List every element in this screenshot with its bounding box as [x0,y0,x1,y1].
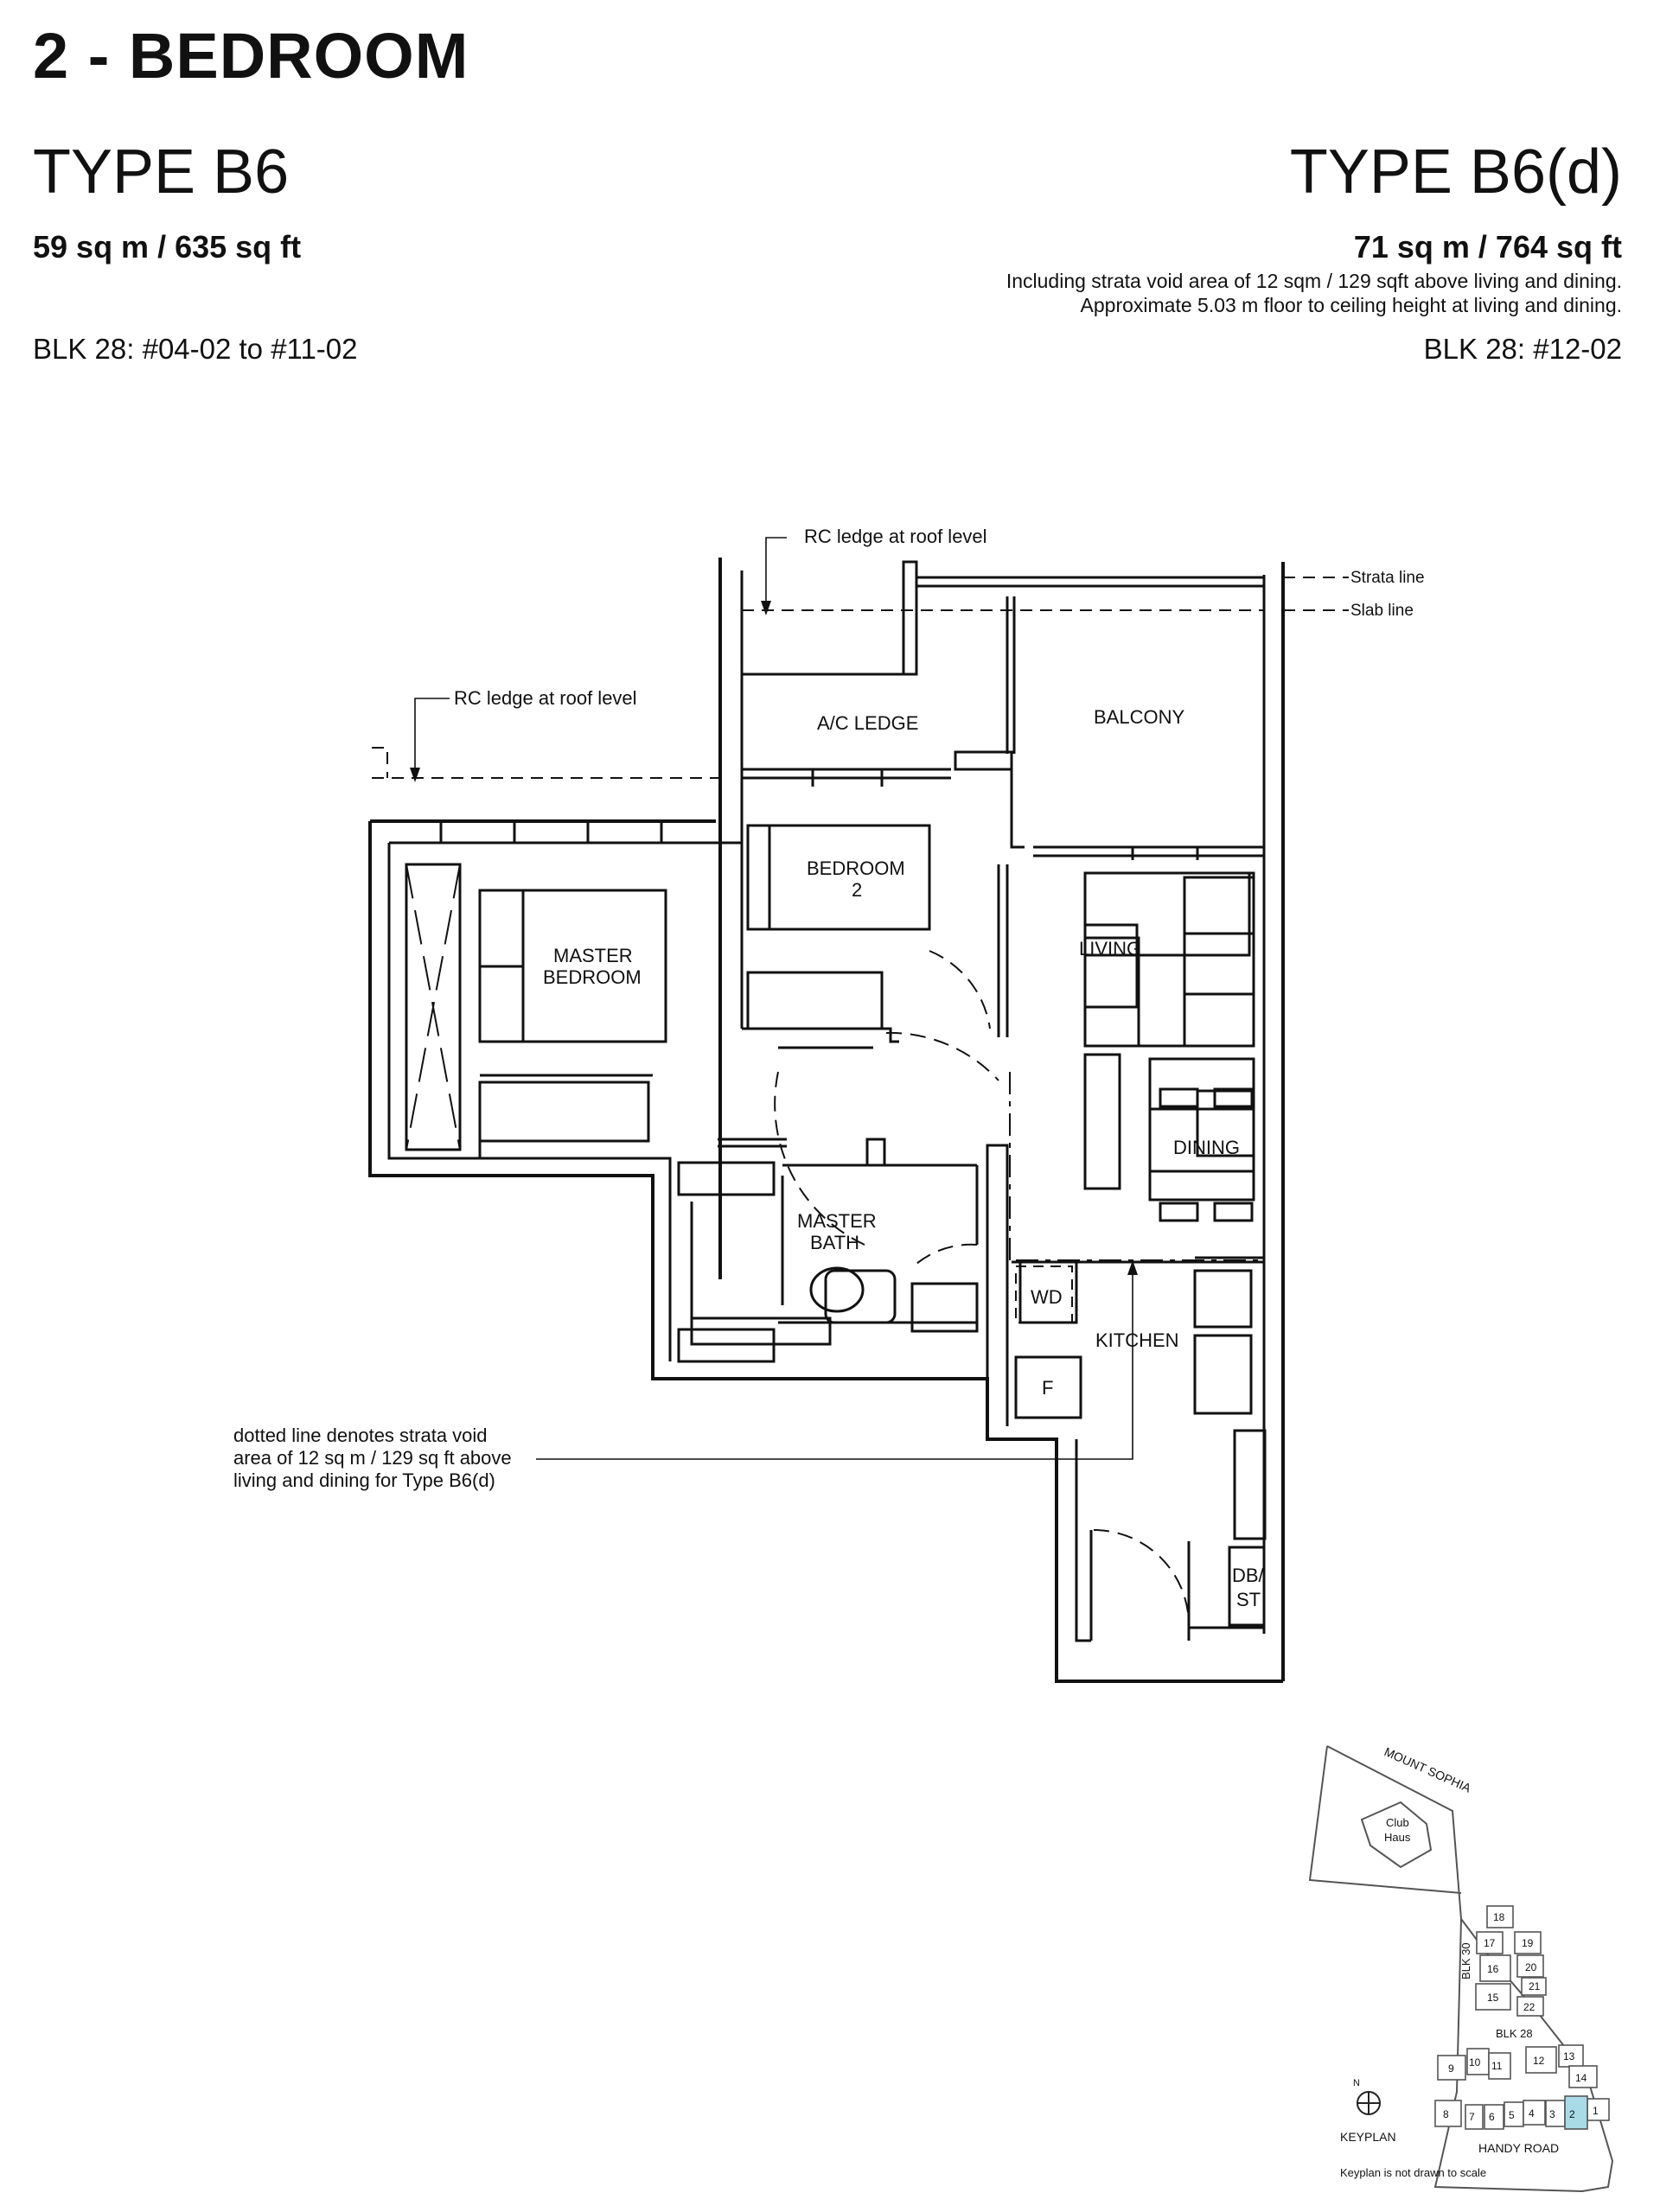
outer-walls [368,558,1285,1683]
area-b6d: 71 sq m / 764 sq ft [1353,229,1622,265]
label-living: LIVING [1079,938,1141,959]
unit-number: 22 [1523,2001,1536,2013]
roof-ledge-lines [372,577,1349,779]
parapet-ticks [439,769,1199,860]
ac-ledge-balcony [742,560,1264,857]
strata-void-boundary [1009,1072,1264,1261]
unit-number: 21 [1529,1980,1541,1992]
label-kitchen: KITCHEN [1095,1329,1179,1351]
highlighted-unit-2 [1564,2095,1588,2130]
annotation-leaders [414,537,1133,1460]
units-b6d: BLK 28: #12-02 [1423,333,1622,365]
unit-number: 15 [1487,1992,1499,2004]
label-bedroom-2-num: 2 [852,879,862,901]
unit-number: 16 [1487,1963,1499,1975]
label-rc-ledge-top: RC ledge at roof level [804,526,987,547]
master-bedroom [405,863,787,1158]
blk-28-label: BLK 28 [1496,2027,1533,2040]
living-furniture [1083,876,1255,1222]
units-b6: BLK 28: #04-02 to #11-02 [33,333,358,365]
unit-number: 4 [1529,2107,1535,2120]
area-b6: 59 sq m / 635 sq ft [33,229,302,265]
label-slab-line: Slab line [1350,602,1414,620]
void-note-line1: dotted line denotes strata void [233,1425,488,1446]
unit-number: 7 [1469,2111,1475,2123]
club-haus-1: Club [1386,1816,1409,1829]
kitchen-living [1012,871,1267,1641]
unit-number: 2 [1569,2108,1575,2120]
plan-labels: RC ledge at roof level RC ledge at roof … [233,526,1425,1610]
master-bath [677,1138,979,1363]
bedroom-2 [742,768,1009,1049]
label-st: ST [1236,1589,1261,1610]
unit-number: 17 [1484,1937,1496,1949]
unit-number: 12 [1533,2055,1545,2067]
label-dining: DINING [1173,1137,1240,1158]
unit-type-b6d: TYPE B6(d) [1289,137,1622,207]
unit-number: 9 [1448,2062,1454,2075]
blk-30-label: BLK 30 [1459,1942,1472,1979]
club-haus-2: Haus [1384,1831,1411,1844]
void-note-line3: living and dining for Type B6(d) [233,1469,495,1491]
road-mount-sophia: MOUNT SOPHIA [1382,1744,1474,1795]
strata-void-note: Including strata void area of 12 sqm / 1… [1006,270,1622,292]
label-master: MASTER [553,945,633,966]
unit-number: 13 [1563,2050,1575,2062]
unit-number: 6 [1489,2111,1495,2123]
unit-number: 18 [1493,1911,1505,1923]
unit-number: 14 [1575,2072,1587,2084]
unit-number: 1 [1593,2105,1599,2117]
label-ac-ledge: A/C LEDGE [817,712,918,734]
unit-number: 10 [1469,2056,1481,2069]
keyplan-unit-numbers: 18 17 19 16 20 21 15 22 9 10 11 12 13 14… [1443,1911,1599,2123]
label-balcony: BALCONY [1094,706,1184,728]
unit-type-b6: TYPE B6 [33,137,290,207]
road-handy: HANDY ROAD [1478,2141,1559,2155]
unit-number: 5 [1509,2109,1515,2121]
label-master-bath-1: MASTER [797,1210,877,1232]
page-title: 2 - BEDROOM [33,20,469,92]
keyplan-disclaimer: Keyplan is not drawn to scale [1340,2166,1486,2179]
label-rc-ledge-left: RC ledge at roof level [454,687,637,709]
ceiling-height-note: Approximate 5.03 m floor to ceiling heig… [1080,294,1622,316]
keyplan-title: KEYPLAN [1340,2130,1396,2144]
leader-arrowheads [410,601,1138,1275]
north-label: N [1353,2078,1360,2088]
unit-number: 3 [1549,2108,1555,2120]
label-master-bedroom: BEDROOM [543,966,642,988]
keyplan: MOUNT SOPHIA Club Haus BLK 30 BLK 28 HAN… [1308,1744,1614,2193]
unit-number: 19 [1522,1937,1534,1949]
unit-number: 11 [1491,2060,1503,2072]
north-arrow-icon [1357,2091,1381,2115]
void-note-line2: area of 12 sq m / 129 sq ft above [233,1447,512,1469]
door-swings [774,950,1190,1626]
label-db: DB/ [1232,1565,1265,1586]
unit-number: 8 [1443,2108,1449,2120]
label-master-bath-2: BATH [810,1232,859,1253]
label-wd: WD [1031,1286,1063,1308]
label-strata-line: Strata line [1350,569,1425,587]
label-fridge: F [1042,1377,1053,1399]
label-bedroom-2: BEDROOM [807,857,905,879]
unit-number: 20 [1525,1961,1537,1973]
